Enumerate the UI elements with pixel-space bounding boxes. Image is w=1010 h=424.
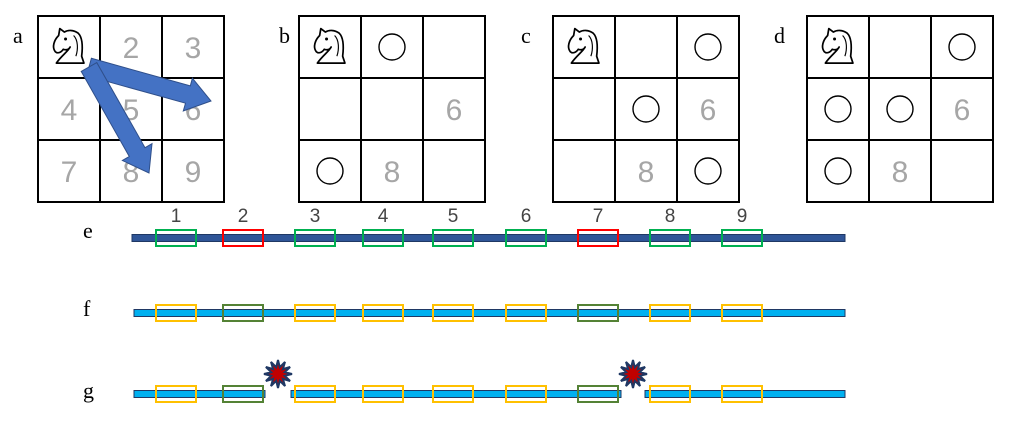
board-b: 68 bbox=[298, 15, 486, 203]
cell-number: 9 bbox=[185, 156, 202, 189]
strip-site-box bbox=[577, 304, 619, 322]
knight-icon bbox=[52, 27, 85, 64]
position-number: 3 bbox=[310, 206, 321, 227]
strip-site-box bbox=[432, 229, 474, 247]
knight-icon bbox=[313, 27, 346, 64]
position-number: 8 bbox=[665, 206, 676, 227]
strip-e bbox=[131, 229, 846, 247]
board-frame bbox=[37, 15, 225, 203]
circle-marker-icon bbox=[824, 157, 852, 185]
circle-marker-icon bbox=[694, 33, 722, 61]
cut-burst-icon bbox=[263, 359, 293, 389]
strip-site-box bbox=[362, 385, 404, 403]
strip-f-label: f bbox=[83, 296, 91, 321]
position-number: 6 bbox=[521, 206, 532, 227]
strip-site-box bbox=[222, 304, 264, 322]
strip-site-box bbox=[222, 229, 264, 247]
position-number: 4 bbox=[378, 206, 389, 227]
circle-marker-icon bbox=[694, 157, 722, 185]
strip-site-box bbox=[505, 229, 547, 247]
knight-move-arrow bbox=[80, 61, 153, 174]
knight-icon bbox=[821, 27, 854, 64]
strip-g-label: g bbox=[83, 378, 94, 403]
strip-site-box bbox=[155, 229, 197, 247]
strip-site-box bbox=[505, 304, 547, 322]
position-number: 1 bbox=[171, 206, 182, 227]
board-d: 68 bbox=[806, 15, 994, 203]
cell-number: 3 bbox=[185, 32, 202, 65]
circle-marker-icon bbox=[632, 95, 660, 123]
knight-move-arrow bbox=[85, 57, 212, 112]
cell-number: 8 bbox=[892, 156, 909, 189]
board-c: 68 bbox=[552, 15, 740, 203]
strip-site-box bbox=[721, 304, 763, 322]
knight-icon bbox=[567, 27, 600, 64]
strip-bar-segment bbox=[133, 390, 266, 398]
strip-f bbox=[133, 304, 846, 322]
circle-marker-icon bbox=[948, 33, 976, 61]
strip-bar-segment bbox=[644, 390, 846, 398]
position-number: 2 bbox=[238, 206, 249, 227]
cell-number: 7 bbox=[61, 156, 78, 189]
sequence-strips: 1 2 3 4 5 6 7 8 9 bbox=[131, 206, 846, 403]
strip-site-box bbox=[505, 385, 547, 403]
position-number: 5 bbox=[448, 206, 459, 227]
cell-number: 6 bbox=[700, 94, 717, 127]
cell-number: 2 bbox=[123, 32, 140, 65]
strip-site-box bbox=[649, 304, 691, 322]
cell-number: 8 bbox=[638, 156, 655, 189]
circle-marker-icon bbox=[886, 95, 914, 123]
strip-site-box bbox=[155, 304, 197, 322]
strip-bar bbox=[131, 234, 846, 242]
strip-site-box bbox=[294, 229, 336, 247]
strip-site-box bbox=[649, 385, 691, 403]
strip-bar bbox=[133, 309, 846, 317]
panel-d-label: d bbox=[774, 23, 785, 48]
panel-b-label: b bbox=[279, 23, 290, 48]
strip-site-box bbox=[721, 385, 763, 403]
strip-site-box bbox=[432, 304, 474, 322]
strip-bar-segment bbox=[290, 390, 622, 398]
position-number: 9 bbox=[737, 206, 748, 227]
strip-site-box bbox=[155, 385, 197, 403]
strip-site-box bbox=[294, 304, 336, 322]
panel-a-label: a bbox=[13, 23, 23, 48]
strip-site-box bbox=[222, 385, 264, 403]
strip-g bbox=[133, 385, 846, 403]
strip-site-box bbox=[577, 385, 619, 403]
strip-site-box bbox=[362, 229, 404, 247]
strip-site-box bbox=[362, 304, 404, 322]
circle-marker-icon bbox=[378, 33, 406, 61]
board-frame bbox=[298, 15, 486, 203]
knight-move-arrows bbox=[80, 57, 212, 174]
board-frame bbox=[806, 15, 994, 203]
cell-number: 8 bbox=[384, 156, 401, 189]
board-frame bbox=[552, 15, 740, 203]
circle-marker-icon bbox=[824, 95, 852, 123]
strip-site-box bbox=[577, 229, 619, 247]
strip-site-box bbox=[294, 385, 336, 403]
strip-site-box bbox=[432, 385, 474, 403]
panel-c-label: c bbox=[521, 23, 531, 48]
strip-e-label: e bbox=[83, 218, 93, 243]
strip-site-box bbox=[649, 229, 691, 247]
strip-site-box bbox=[721, 229, 763, 247]
cell-number: 6 bbox=[446, 94, 463, 127]
position-number: 7 bbox=[593, 206, 604, 227]
circle-marker-icon bbox=[316, 157, 344, 185]
cut-burst-icon bbox=[618, 359, 648, 389]
cell-number: 6 bbox=[954, 94, 971, 127]
cell-number: 4 bbox=[61, 94, 78, 127]
